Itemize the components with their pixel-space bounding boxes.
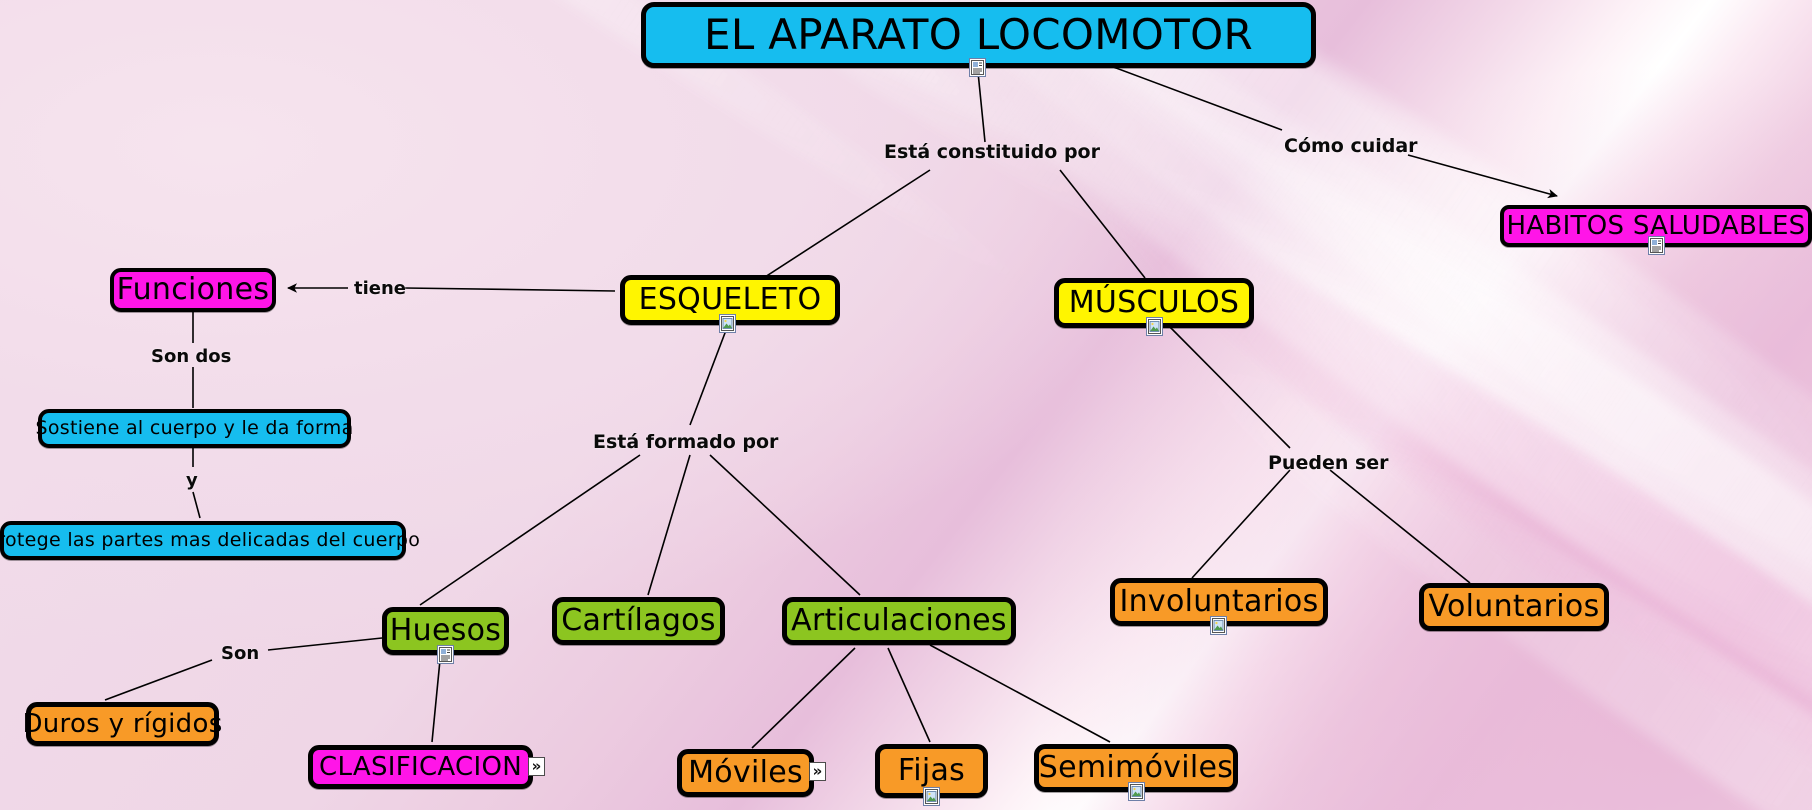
node-protege[interactable]: Protege las partes mas delicadas del cue… (0, 521, 420, 560)
node-clasificacion-label: CLASIFICACION (319, 752, 522, 782)
huesos-attachment-document-icon[interactable] (437, 645, 454, 664)
node-funciones[interactable]: Funciones (110, 268, 276, 312)
node-musculos-label: MÚSCULOS (1068, 285, 1240, 320)
link-label-y: y (186, 470, 198, 491)
node-moviles[interactable]: Móviles (677, 749, 814, 797)
link-label-tiene: tiene (354, 278, 407, 299)
moviles-attachment-chevron-right-icon[interactable]: » (809, 762, 826, 781)
node-sostiene-label: Sostiene al cuerpo y le da forma (35, 417, 354, 439)
node-habitos-label: HABITOS SALUDABLES (1506, 211, 1806, 241)
node-involuntarios-label: Involuntarios (1119, 584, 1319, 619)
node-articulaciones[interactable]: Articulaciones (782, 597, 1016, 645)
semimoviles-attachment-image-icon[interactable] (1128, 782, 1145, 801)
node-duros-label: Duros y rígidos (22, 709, 223, 739)
habitos-attachment-document-icon[interactable] (1648, 236, 1665, 255)
link-label-como-cuidar: Cómo cuidar (1284, 135, 1418, 157)
esqueleto-attachment-image-icon[interactable] (719, 314, 736, 333)
node-fijas[interactable]: Fijas (875, 744, 988, 798)
node-esqueleto-label: ESQUELETO (638, 282, 822, 317)
node-voluntarios[interactable]: Voluntarios (1419, 583, 1609, 631)
link-label-son: Son (221, 643, 260, 664)
node-articulaciones-label: Articulaciones (791, 603, 1007, 638)
link-label-esta-formado-por: Está formado por (593, 431, 779, 453)
musculos-attachment-image-icon[interactable] (1146, 317, 1163, 336)
title-attachment-document-icon[interactable] (969, 58, 986, 77)
node-funciones-label: Funciones (116, 272, 270, 307)
node-title-label: EL APARATO LOCOMOTOR (704, 10, 1253, 59)
node-fijas-label: Fijas (897, 753, 966, 788)
node-moviles-label: Móviles (688, 755, 803, 790)
link-label-esta-constituido-por: Está constituido por (884, 141, 1100, 163)
involuntarios-attachment-image-icon[interactable] (1210, 616, 1227, 635)
node-duros-y-rigidos[interactable]: Duros y rígidos (22, 702, 222, 746)
node-clasificacion[interactable]: CLASIFICACION (308, 745, 533, 789)
node-cartilagos-label: Cartílagos (561, 603, 716, 638)
node-huesos-label: Huesos (389, 613, 502, 648)
fijas-attachment-image-icon[interactable] (923, 787, 940, 806)
node-title[interactable]: EL APARATO LOCOMOTOR (641, 2, 1316, 68)
node-cartilagos[interactable]: Cartílagos (552, 597, 725, 645)
node-voluntarios-label: Voluntarios (1428, 589, 1600, 624)
node-semimoviles-label: Semimóviles (1038, 750, 1234, 785)
link-label-son-dos: Son dos (151, 346, 232, 367)
clasificacion-attachment-chevron-right-icon[interactable]: » (528, 757, 545, 776)
node-musculos[interactable]: MÚSCULOS (1054, 278, 1254, 328)
link-label-pueden-ser: Pueden ser (1268, 452, 1389, 474)
node-protege-label: Protege las partes mas delicadas del cue… (0, 529, 421, 551)
node-sostiene[interactable]: Sostiene al cuerpo y le da forma (35, 409, 354, 448)
